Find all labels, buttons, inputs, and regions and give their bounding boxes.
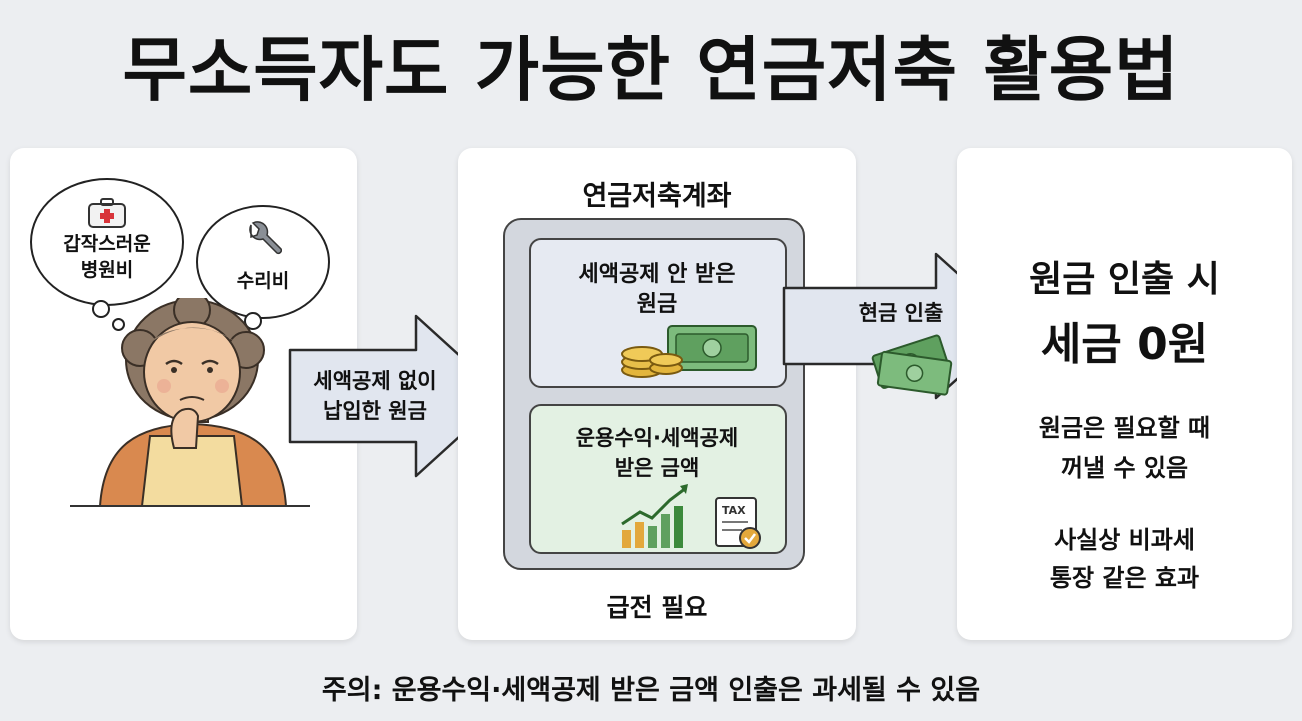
thought-dot	[112, 318, 125, 331]
result-head-line2: 세금 0원	[1040, 319, 1209, 370]
result-head-line1: 원금 인출 시	[1029, 259, 1220, 300]
wrench-icon	[249, 221, 282, 255]
deposit-arrow-line1: 세액공제 없이	[313, 369, 437, 393]
hospital-cost-line2: 병원비	[80, 259, 134, 281]
result-text1-line1: 원금은 필요할 때	[1038, 414, 1211, 442]
cash-bills-icon	[871, 334, 953, 396]
growth-chart-tax-icon: TAX	[621, 484, 761, 549]
tax-label: TAX	[722, 504, 746, 517]
repair-cost-label: 수리비	[236, 270, 290, 292]
result-text2-line2: 통장 같은 효과	[1049, 564, 1200, 592]
principal-box-line1: 세액공제 안 받은	[578, 262, 736, 287]
result-text2-line1: 사실상 비과세	[1054, 526, 1195, 554]
principal-box-line2: 원금	[636, 292, 678, 317]
emergency-caption: 급전 필요	[606, 593, 708, 622]
coins-and-cash-icon	[621, 325, 757, 378]
hospital-cost-bubble: 갑작스러운 병원비	[30, 178, 184, 306]
withdraw-arrow-label: 현금 인출	[858, 301, 944, 325]
taxable-box-line2: 받은 금액	[614, 456, 700, 480]
result-text1-line2: 꺼낼 수 있음	[1060, 454, 1189, 482]
right-panel	[957, 148, 1292, 640]
thought-dot	[244, 312, 262, 330]
thought-dot	[92, 300, 110, 318]
elderly-woman-illustration	[70, 298, 310, 507]
page-title: 무소득자도 가능한 연금저축 활용법	[122, 29, 1180, 111]
hospital-cost-line1: 갑작스러운	[63, 233, 151, 255]
account-title: 연금저축계좌	[582, 181, 732, 212]
first-aid-kit-icon	[88, 198, 126, 228]
deposit-arrow-line2: 납입한 원금	[323, 399, 427, 423]
footer-note: 주의: 운용수익·세액공제 받은 금액 인출은 과세될 수 있음	[321, 675, 981, 706]
taxable-box-line1: 운용수익·세액공제	[575, 426, 739, 450]
repair-cost-bubble: 수리비	[196, 205, 330, 319]
